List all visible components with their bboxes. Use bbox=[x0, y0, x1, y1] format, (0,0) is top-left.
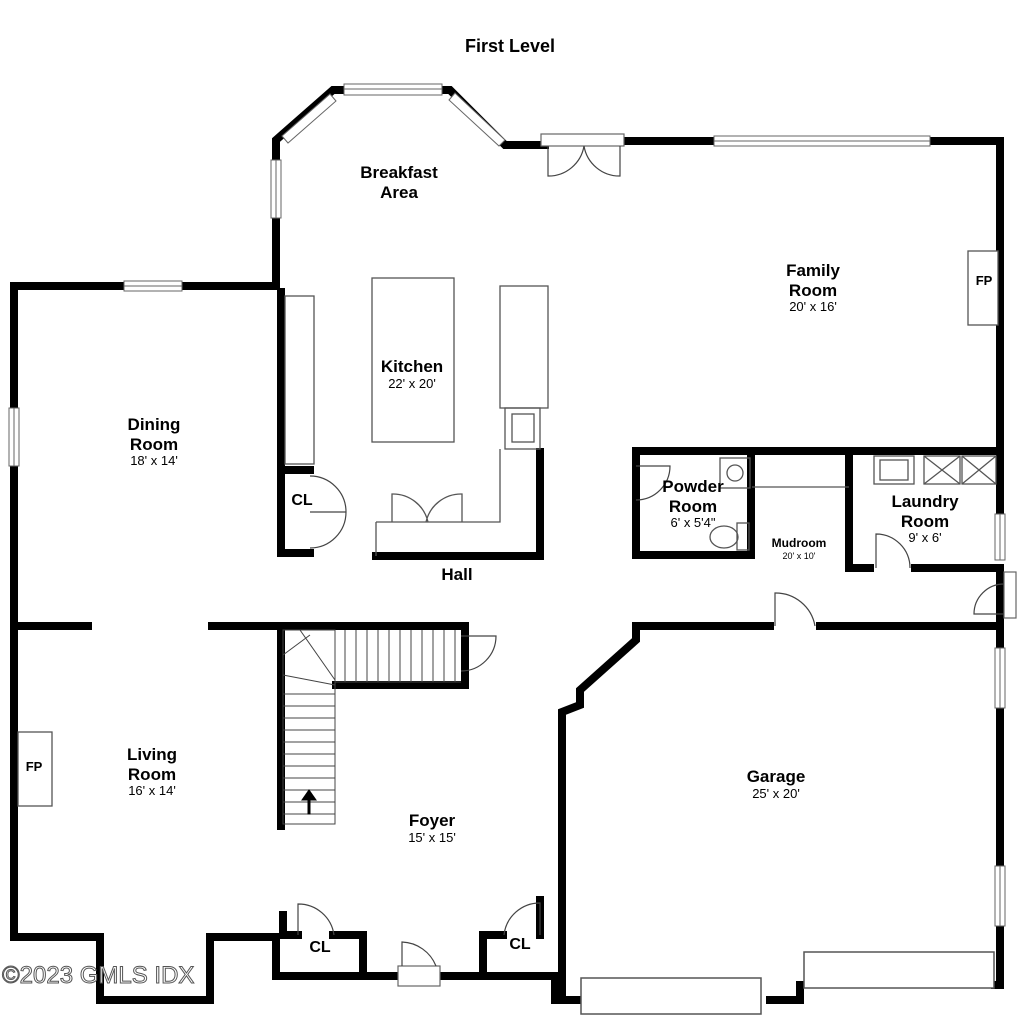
room-family-label-1: Family bbox=[786, 261, 840, 280]
stair-up-arrow-icon bbox=[301, 789, 317, 815]
door-breakfast-french[interactable] bbox=[547, 145, 621, 177]
room-powder: Powder Room 6' x 5'4" bbox=[662, 477, 723, 531]
wall-garage-south bbox=[766, 981, 804, 1004]
powder-sink bbox=[719, 457, 751, 489]
fireplace-family bbox=[967, 250, 999, 326]
room-family-size: 20' x 16' bbox=[789, 299, 837, 315]
door-mudroom-east[interactable] bbox=[973, 583, 1005, 615]
room-living-label-1: Living bbox=[126, 745, 178, 764]
wall-foyer-south bbox=[272, 931, 367, 980]
room-foyer-size: 15' x 15' bbox=[408, 829, 456, 845]
room-breakfast-label-2: Area bbox=[380, 182, 418, 202]
kitchen-counter-south bbox=[376, 449, 501, 523]
door-stair-closet[interactable] bbox=[460, 635, 497, 672]
door-garage-entry[interactable] bbox=[774, 592, 816, 627]
doors bbox=[297, 133, 1017, 987]
room-garage-label: Garage bbox=[746, 767, 806, 786]
room-laundry: Laundry Room 9' x 6' bbox=[891, 492, 958, 546]
room-dining-size: 18' x 14' bbox=[130, 453, 178, 469]
laundry-sink bbox=[873, 455, 915, 485]
wall-dining-north bbox=[10, 146, 280, 290]
powder-toilet-bowl bbox=[709, 525, 739, 549]
wall-foyer-south-3 bbox=[436, 931, 507, 980]
kitchen-sink[interactable] bbox=[504, 407, 541, 450]
room-kitchen: Kitchen 22' x 20' bbox=[381, 357, 443, 391]
room-living-size: 16' x 14' bbox=[128, 783, 176, 799]
room-dining: Dining Room 18' x 14' bbox=[128, 415, 181, 469]
laundry-washer bbox=[923, 455, 961, 485]
walls bbox=[10, 86, 1004, 1004]
room-family-label-2: Room bbox=[788, 280, 838, 300]
room-kitchen-label: Kitchen bbox=[380, 357, 444, 376]
room-hall-label: Hall bbox=[441, 565, 473, 584]
room-mudroom: Mudroom 20' x 10' bbox=[771, 536, 827, 561]
fp-living-label: FP bbox=[25, 759, 43, 774]
room-garage-size: 25' x 20' bbox=[752, 785, 800, 801]
garage-door-right bbox=[803, 951, 995, 989]
wall-cl-foyer-left bbox=[279, 911, 302, 939]
door-frame-front bbox=[397, 965, 441, 987]
stair-winder bbox=[282, 629, 336, 686]
room-living: Living Room 16' x 14' bbox=[127, 745, 177, 799]
cl-dining-label: CL bbox=[291, 492, 313, 509]
stair-treads-upper bbox=[335, 630, 461, 683]
room-mudroom-label: Mudroom bbox=[771, 536, 827, 550]
room-dining-label-2: Room bbox=[129, 434, 179, 454]
door-powder[interactable] bbox=[635, 465, 671, 501]
room-foyer-label: Foyer bbox=[408, 811, 456, 830]
staircase[interactable] bbox=[282, 629, 461, 825]
door-frame-breakfast bbox=[540, 133, 625, 147]
room-family: Family Room 20' x 16' bbox=[786, 261, 840, 315]
garage-doors bbox=[580, 951, 995, 1015]
cl-foyer-right-label: CL bbox=[509, 936, 531, 953]
kitchen-counter-west bbox=[284, 295, 315, 465]
kitchen-pantry-doors[interactable] bbox=[391, 493, 463, 523]
fixtures bbox=[17, 250, 999, 807]
window-breakfast-nw bbox=[281, 93, 337, 144]
powder-toilet-tank bbox=[736, 522, 750, 551]
laundry-dryer bbox=[961, 455, 997, 485]
wall-kitchen-south bbox=[372, 448, 544, 560]
door-cl-dining[interactable] bbox=[309, 475, 347, 549]
wall-west bbox=[10, 282, 280, 1004]
room-powder-label-1: Powder bbox=[662, 477, 724, 496]
wall-stair-landing bbox=[332, 626, 469, 689]
room-living-label-2: Room bbox=[127, 764, 177, 784]
wall-laundry-west bbox=[845, 451, 874, 572]
wall-garage-se bbox=[991, 936, 1004, 989]
garage-door-left bbox=[580, 977, 762, 1015]
room-mudroom-size: 20' x 10' bbox=[782, 550, 816, 561]
copyright-watermark: ©2023 GMLS IDX bbox=[1, 962, 195, 990]
fireplace-living bbox=[17, 731, 53, 807]
room-kitchen-size: 22' x 20' bbox=[388, 375, 436, 391]
wall-garage-angle bbox=[558, 622, 640, 1004]
level-title: First Level bbox=[464, 36, 556, 56]
room-laundry-label-1: Laundry bbox=[891, 492, 959, 511]
wall-foyer-garage bbox=[479, 972, 566, 1004]
door-cl-foyer-right[interactable] bbox=[503, 902, 541, 936]
fp-family-label: FP bbox=[975, 273, 993, 288]
room-dining-label-1: Dining bbox=[127, 415, 181, 434]
room-powder-label-2: Room bbox=[668, 496, 718, 516]
door-front[interactable] bbox=[401, 941, 437, 967]
door-frame-mudroom-east bbox=[1003, 571, 1017, 619]
kitchen-island[interactable] bbox=[371, 277, 455, 443]
room-powder-size: 6' x 5'4" bbox=[670, 515, 716, 531]
room-garage: Garage 25' x 20' bbox=[747, 767, 806, 801]
wall-powder bbox=[632, 447, 755, 559]
cl-foyer-left-label: CL bbox=[309, 939, 331, 956]
room-breakfast-label-1: Breakfast bbox=[360, 163, 438, 182]
door-cl-foyer-left[interactable] bbox=[297, 903, 335, 936]
room-breakfast: Breakfast Area bbox=[360, 163, 438, 202]
room-foyer: Foyer 15' x 15' bbox=[408, 811, 456, 845]
door-laundry[interactable] bbox=[875, 533, 911, 569]
kitchen-counter-east bbox=[499, 285, 549, 409]
room-laundry-size: 9' x 6' bbox=[908, 530, 942, 546]
room-laundry-label-2: Room bbox=[900, 511, 950, 531]
window-breakfast-ne bbox=[448, 92, 506, 147]
windows bbox=[8, 83, 1006, 927]
